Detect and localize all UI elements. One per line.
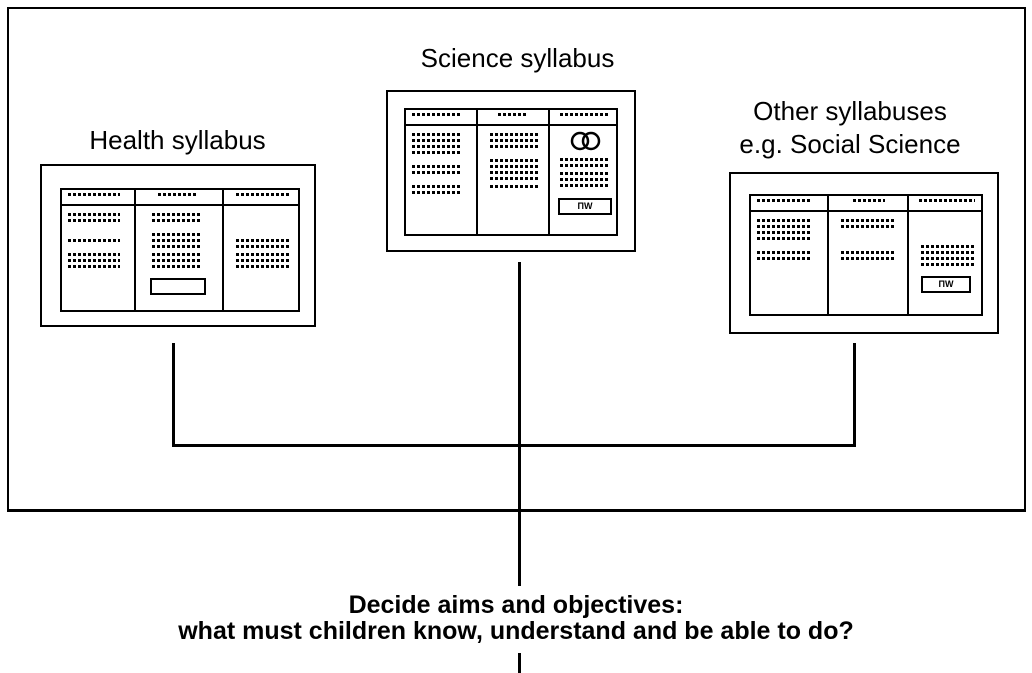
scribble-text [412, 151, 462, 154]
scribble-text [490, 159, 538, 162]
scribble-text [560, 172, 610, 175]
scribble-text [412, 145, 462, 148]
other-doc-button: ΠW [921, 276, 971, 293]
table-column: ΠW [548, 110, 622, 234]
scribble-text [560, 184, 610, 187]
table-header [751, 196, 981, 212]
scribble-text [560, 158, 610, 161]
scribble-text [152, 253, 202, 256]
scribble-text [490, 185, 538, 188]
scribble-text [412, 139, 462, 142]
health-syllabus-label: Health syllabus [89, 125, 266, 155]
scribble-text [757, 219, 811, 222]
connector-science-down [518, 262, 521, 586]
scribble-text [236, 253, 290, 256]
scribble-text [412, 165, 462, 168]
connector-bottom-stub [518, 653, 521, 673]
other-syllabuses-table: ΠW [749, 194, 983, 316]
scribble-text [841, 219, 895, 222]
scribble-text [921, 245, 975, 248]
science-syllabus-label: Science syllabus [420, 43, 615, 73]
table-column [827, 196, 909, 314]
scribble-text [490, 177, 538, 180]
scribble-text [490, 165, 538, 168]
scribble-text [68, 239, 120, 242]
scribble-text [560, 113, 610, 116]
science-syllabus-table: ΠW [404, 108, 618, 236]
scribble-text [757, 199, 811, 202]
science-syllabus-document: ΠW [386, 90, 636, 252]
scribble-text [921, 257, 975, 260]
other-syllabuses-label-line1: Other syllabuses [753, 96, 947, 126]
other-syllabuses-label-line2: e.g. Social Science [739, 129, 961, 159]
scribble-text [152, 219, 202, 222]
connector-health-down [172, 343, 175, 447]
scribble-text [757, 231, 811, 234]
table-column [62, 190, 134, 310]
scribble-text [68, 219, 120, 222]
scribble-text [236, 193, 290, 196]
science-doc-button: ΠW [558, 198, 612, 215]
scribble-text [236, 245, 290, 248]
scribble-text [236, 265, 290, 268]
health-syllabus-document [40, 164, 316, 327]
table-header [406, 110, 616, 126]
scribble-text [152, 239, 202, 242]
scribble-text [841, 251, 895, 254]
scribble-text [236, 259, 290, 262]
scribble-text [757, 257, 811, 260]
scribble-text [757, 237, 811, 240]
health-syllabus-table [60, 188, 300, 312]
scribble-text [152, 233, 202, 236]
scribble-text [490, 133, 538, 136]
scribble-text [921, 263, 975, 266]
scribble-text [68, 259, 120, 262]
table-column [406, 110, 476, 234]
scribble-text [498, 113, 528, 116]
scribble-text [560, 164, 610, 167]
scribble-text [68, 193, 120, 196]
scribble-text [152, 259, 202, 262]
table-column [134, 190, 224, 310]
scribble-text [152, 245, 202, 248]
scribble-text [412, 191, 462, 194]
scribble-text [68, 265, 120, 268]
scribble-text [921, 251, 975, 254]
syllabus-frame [7, 7, 1026, 512]
scribble-text [560, 178, 610, 181]
table-column: ΠW [907, 196, 987, 314]
connector-other-down [853, 343, 856, 447]
scribble-text [919, 199, 975, 202]
scribble-text [152, 213, 202, 216]
scribble-text [68, 213, 120, 216]
connector-horizontal [172, 444, 856, 447]
scribble-text [841, 225, 895, 228]
scribble-text [490, 139, 538, 142]
scribble-text [490, 145, 538, 148]
scribble-text [412, 171, 462, 174]
interlocking-rings-icon [570, 131, 601, 151]
scribble-text [853, 199, 885, 202]
scribble-text [412, 185, 462, 188]
table-header [62, 190, 298, 206]
table-column [222, 190, 304, 310]
scribble-text [412, 133, 462, 136]
scribble-text [412, 113, 462, 116]
table-column [751, 196, 827, 314]
scribble-text [236, 239, 290, 242]
other-syllabuses-document: ΠW [729, 172, 999, 334]
scribble-text [158, 193, 198, 196]
scribble-text [152, 265, 202, 268]
scribble-text [757, 225, 811, 228]
scribble-text [68, 253, 120, 256]
scribble-text [841, 257, 895, 260]
table-column [476, 110, 550, 234]
scribble-text [757, 251, 811, 254]
decision-title: Decide aims and objectives: [348, 591, 684, 619]
decision-question: what must children know, understand and … [178, 617, 854, 645]
health-doc-box [150, 278, 206, 295]
scribble-text [490, 171, 538, 174]
